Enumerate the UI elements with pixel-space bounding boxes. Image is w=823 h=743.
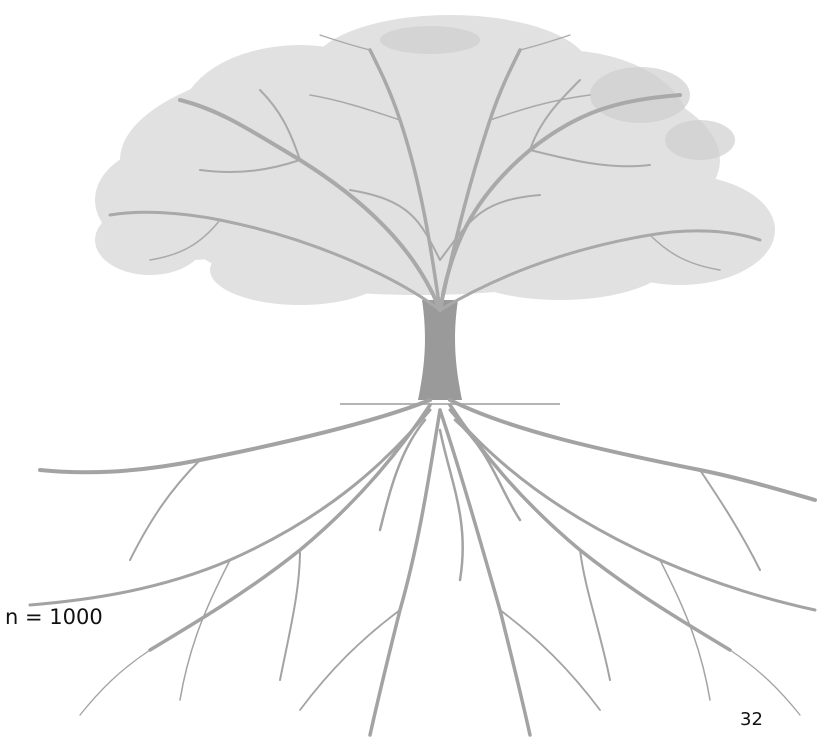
sample-size-label: n = 1000 (5, 605, 103, 629)
tree-trunk (418, 300, 462, 400)
tree-canopy (95, 15, 775, 305)
tree-canopy-shadow (380, 26, 735, 160)
page-number: 32 (740, 709, 763, 730)
tree-roots (28, 398, 817, 737)
tree-branches (108, 34, 762, 312)
